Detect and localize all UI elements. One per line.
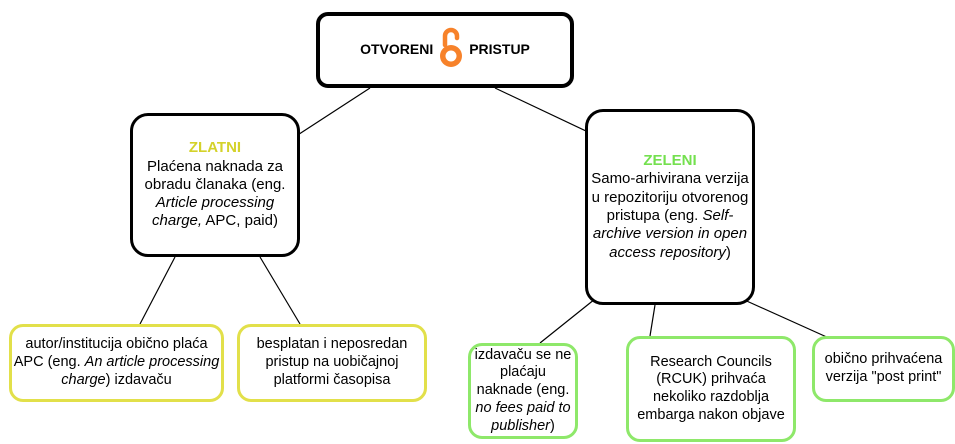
leaf-free-access-text: besplatan i neposredan pristup na uobiča… bbox=[256, 336, 408, 388]
leaf-rcuk-embargo-text: Research Councils (RCUK) prihvaća nekoli… bbox=[637, 353, 785, 423]
edge-zeleni-leaf3 bbox=[539, 294, 601, 344]
root-node: OTVORENI PRISTUP bbox=[316, 12, 574, 88]
leaf-free-access: besplatan i neposredan pristup na uobiča… bbox=[237, 324, 427, 402]
leaf-post-print-text: obično prihvaćena verzija "post print" bbox=[824, 351, 943, 385]
zlatni-description-end: APC, paid) bbox=[202, 212, 278, 230]
edge-zeleni-leaf4 bbox=[649, 304, 656, 337]
open-access-lock-icon bbox=[438, 27, 464, 73]
leaf-author-pays-end: ) izdavaču bbox=[105, 371, 172, 388]
leaf-no-fees-text: izdavaču se ne plaćaju naknade (eng. bbox=[474, 346, 572, 399]
edge-zlatni-leaf2 bbox=[259, 256, 301, 325]
leaf-author-pays: autor/institucija obično plaća APC (eng.… bbox=[9, 324, 224, 402]
zlatni-node: ZLATNI Plaćena naknada za obradu članaka… bbox=[130, 113, 300, 257]
zlatni-description: Plaćena naknada za obradu članaka (eng. bbox=[144, 157, 286, 193]
zeleni-node: ZELENI Samo-arhivirana verzija u repozit… bbox=[585, 109, 755, 305]
root-label-right: PRISTUP bbox=[469, 41, 530, 58]
leaf-rcuk-embargo: Research Councils (RCUK) prihvaća nekoli… bbox=[626, 336, 796, 442]
root-label-left: OTVORENI bbox=[360, 41, 434, 58]
leaf-no-fees-end: ) bbox=[550, 417, 555, 434]
zeleni-description-italic: Self-archive version in open access repo… bbox=[592, 207, 748, 261]
edge-root-zlatni bbox=[289, 87, 371, 141]
leaf-author-pays-italic: An article processing charge bbox=[61, 354, 220, 388]
leaf-no-fees: izdavaču se ne plaćaju naknade (eng. no … bbox=[468, 343, 578, 439]
leaf-post-print: obično prihvaćena verzija "post print" bbox=[812, 336, 955, 402]
zeleni-description-end: ) bbox=[725, 243, 731, 261]
leaf-author-pays-text: autor/institucija obično plaća APC (eng. bbox=[13, 336, 208, 371]
zeleni-description: Samo-arhivirana verzija u repozitoriju o… bbox=[591, 170, 749, 224]
zeleni-title: ZELENI bbox=[643, 152, 697, 170]
edge-zeleni-leaf5 bbox=[739, 297, 841, 344]
edge-zlatni-leaf1 bbox=[139, 256, 176, 325]
zlatni-title: ZLATNI bbox=[188, 139, 242, 157]
leaf-no-fees-italic: no fees paid to publisher bbox=[475, 399, 571, 434]
zlatni-description-italic: Article processing charge, bbox=[152, 194, 275, 230]
